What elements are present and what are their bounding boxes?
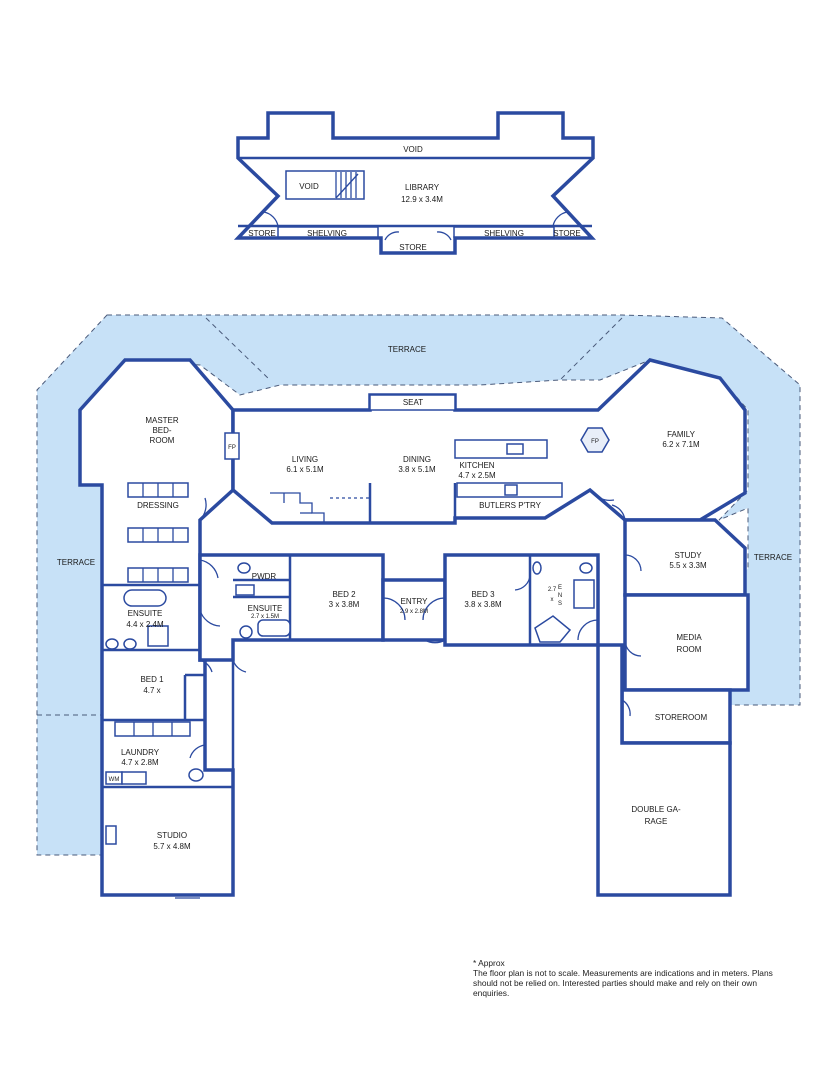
disclaimer-text: The floor plan is not to scale. Measurem… [473,968,773,998]
label-master-2: BED- [152,426,171,435]
bathtub-master [123,589,167,607]
toilet-ensuite2 [239,625,253,639]
toilet-pwdr [237,562,251,574]
label-bed3: BED 3 [471,590,495,599]
upper-floor: VOID VOID LIBRARY 12.9 x 3.4M STORE STOR… [233,111,597,255]
label-ensuite-master: ENSUITE [128,609,163,618]
fireplace-family [580,427,610,453]
bathtub-ensuite2 [257,619,291,637]
label-storeroom: STOREROOM [655,713,708,722]
label-store-center: STORE [399,243,426,252]
studio-sink [105,825,117,845]
ground-floor: TERRACE TERRACE TERRACE SEAT MASTER BED-… [57,345,792,899]
label-ensuite2: ENSUITE [248,604,283,613]
label-bed1: BED 1 [140,675,164,684]
label-bed1-size: 4.7 x [143,686,160,695]
label-laundry: LAUNDRY [121,748,160,757]
label-family-size: 6.2 x 7.1M [662,440,700,449]
stair-treads [335,172,359,199]
label-ensuite2-size: 2.7 x 1.5M [251,614,279,620]
label-terrace-top: TERRACE [388,345,426,354]
label-wm: WM [109,777,120,783]
label-studio: STUDIO [157,831,187,840]
label-ens-s: S [558,601,562,607]
door-store-center [384,231,452,241]
cooktop [504,484,518,496]
door-store-right [552,211,568,227]
shower-master [147,625,169,647]
sink-ens3 [532,561,542,575]
label-living: LIVING [292,455,318,464]
label-family: FAMILY [667,430,696,439]
terrace-dash-top [205,317,623,381]
label-kitchen-size: 4.7 x 2.5M [458,471,496,480]
label-shelving-right: SHELVING [484,229,524,238]
fireplace-living [224,432,240,460]
label-entry: ENTRY [401,597,429,606]
label-studio-size: 5.7 x 4.8M [153,842,191,851]
toilet-ens3 [579,562,593,574]
label-study-size: 5.5 x 3.3M [669,561,707,570]
label-ens-e: E [558,585,562,591]
toilet-master [105,638,119,650]
label-kitchen: KITCHEN [459,461,494,470]
shelving-left [277,226,379,238]
label-bed3-size: 3.8 x 3.8M [464,600,502,609]
label-garage-2: RAGE [645,817,668,826]
dressing-wardrobes [114,482,191,737]
label-laundry-size: 4.7 x 2.8M [121,758,159,767]
stairs-living [270,492,370,523]
label-ens-size2: x [551,597,554,603]
label-living-size: 6.1 x 5.1M [286,465,324,474]
study-outline [623,518,747,597]
label-seat: SEAT [403,398,423,407]
label-store-left: STORE [248,229,275,238]
label-entry-size: 2.9 x 2.8M [400,609,428,615]
door-swings [170,489,642,899]
disclaimer-approx: * Approx [473,958,505,968]
label-fp-living: FP [228,445,236,451]
label-master-1: MASTER [145,416,179,425]
label-dining-size: 3.8 x 5.1M [398,465,436,474]
label-fp-family: FP [591,439,599,445]
label-study: STUDY [674,551,702,560]
label-butlers: BUTLERS P'TRY [479,501,542,510]
label-dining: DINING [403,455,431,464]
laundry-tub [121,771,147,785]
label-media-2: ROOM [677,645,702,654]
kitchen-sink [506,443,524,455]
kitchen-island [454,439,548,459]
stair-void-box [285,170,365,200]
label-void-stair: VOID [299,182,319,191]
label-library: LIBRARY [405,183,440,192]
label-media-1: MEDIA [676,633,702,642]
label-store-right: STORE [553,229,580,238]
vanity-pwdr [235,584,255,596]
label-garage-1: DOUBLE GA- [631,805,681,814]
label-void-top: VOID [403,145,423,154]
label-terrace-right: TERRACE [754,553,792,562]
label-library-size: 12.9 x 3.4M [401,195,443,204]
label-bed2-size: 3 x 3.8M [329,600,360,609]
door-store-left [263,211,279,227]
seat-bench [369,394,456,411]
label-shelving-left: SHELVING [307,229,347,238]
label-pwdr: PWDR [252,572,277,581]
spa-ens3 [534,615,572,643]
media-outline [623,593,750,692]
toilet-laundry [188,768,204,782]
label-terrace-left: TERRACE [57,558,95,567]
label-dressing: DRESSING [137,501,179,510]
label-ensuite-master-size: 4.4 x 2.4M [126,620,164,629]
label-ens-size1: 2.7 [548,587,557,593]
sink-master [123,638,137,650]
shower-ens3 [573,579,595,609]
label-ens-n: N [558,593,562,599]
shelving-right [453,226,555,238]
library-outline [233,111,597,255]
label-master-3: ROOM [150,436,175,445]
disclaimer: * Approx The floor plan is not to scale.… [473,958,783,998]
label-bed2: BED 2 [332,590,356,599]
